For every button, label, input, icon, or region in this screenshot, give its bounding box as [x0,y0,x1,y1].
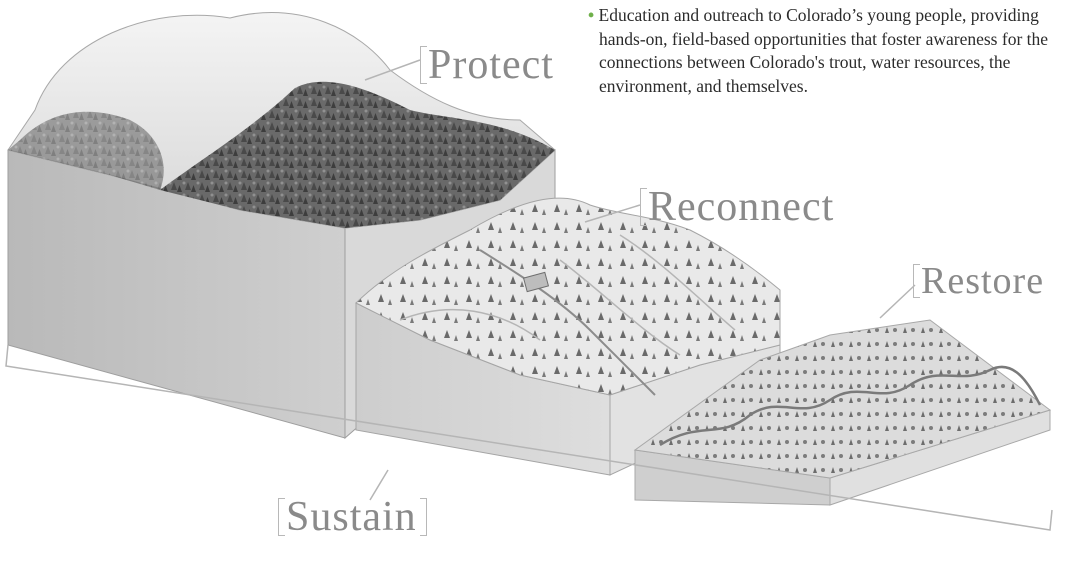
sustain-bracket [5,344,1053,531]
protect-label-text: Protect [428,42,554,88]
restore-block [633,319,1052,506]
restore-leader-line [879,284,916,319]
bullet-text: Education and outreach to Colorado’s you… [598,5,1049,96]
protect-forest-left [8,111,164,190]
bullet-dot: • [588,5,595,25]
bullet-item: • Education and outreach to Colorado’s y… [588,4,1058,98]
restore-label-text: Restore [921,260,1045,302]
reconnect-stream [479,249,656,396]
sustain-label: Sustain [278,494,427,540]
reconnect-structure [522,271,550,293]
reconnect-label: Reconnect [640,184,835,230]
restore-terrain [633,319,1052,479]
restore-label: Restore [913,260,1045,302]
sustain-leader-line [369,469,389,501]
reconnect-terrain [355,197,781,396]
reconnect-label-text: Reconnect [648,184,835,230]
reconnect-contour [399,234,736,356]
protect-label: Protect [420,42,554,88]
restore-river [659,365,1042,447]
protect-forest [160,81,555,228]
reconnect-leader-line [584,204,641,223]
protect-leader-line [364,59,421,81]
sustain-label-text: Sustain [286,494,417,540]
